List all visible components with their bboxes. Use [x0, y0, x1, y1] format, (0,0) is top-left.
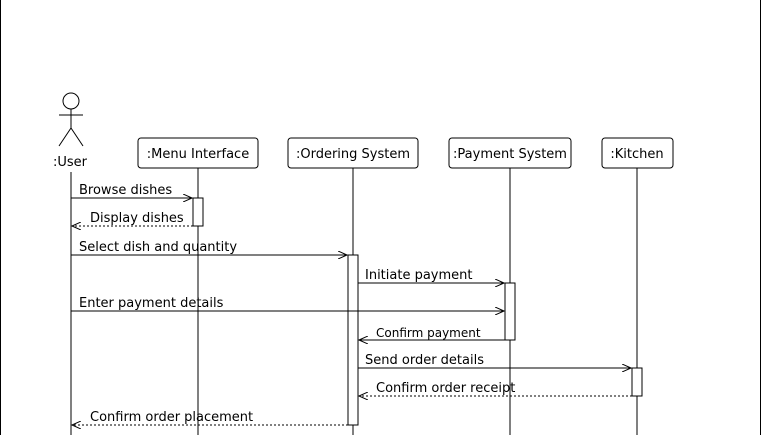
- message-label-2: Display dishes: [90, 211, 184, 226]
- message-label-5: Enter payment details: [79, 296, 224, 311]
- participant-ordering-system: :Ordering System: [287, 137, 419, 169]
- activation-kitchen: [631, 367, 643, 397]
- activation-ordering: [347, 254, 359, 426]
- participant-payment-system: :Payment System: [448, 137, 572, 169]
- message-label-9: Confirm order placement: [90, 410, 253, 425]
- message-label-1: Browse dishes: [79, 183, 172, 198]
- user-actor-icon: [58, 92, 84, 147]
- activation-payment: [504, 282, 516, 341]
- participant-menu-interface: :Menu Interface: [137, 137, 259, 169]
- message-label-3: Select dish and quantity: [79, 240, 237, 255]
- activation-menu: [192, 197, 204, 227]
- participant-label-ordering: :Ordering System: [296, 147, 410, 162]
- message-label-4: Initiate payment: [365, 268, 473, 283]
- message-label-8: Confirm order receipt: [376, 381, 515, 396]
- participant-label-user: :User: [53, 155, 88, 170]
- participant-label-kitchen: :Kitchen: [610, 147, 663, 162]
- participant-label-menu: :Menu Interface: [147, 147, 249, 162]
- participant-label-payment: :Payment System: [453, 147, 567, 162]
- participant-kitchen: :Kitchen: [601, 137, 674, 169]
- message-label-6: Confirm payment: [376, 326, 481, 340]
- message-label-7: Send order details: [365, 353, 484, 368]
